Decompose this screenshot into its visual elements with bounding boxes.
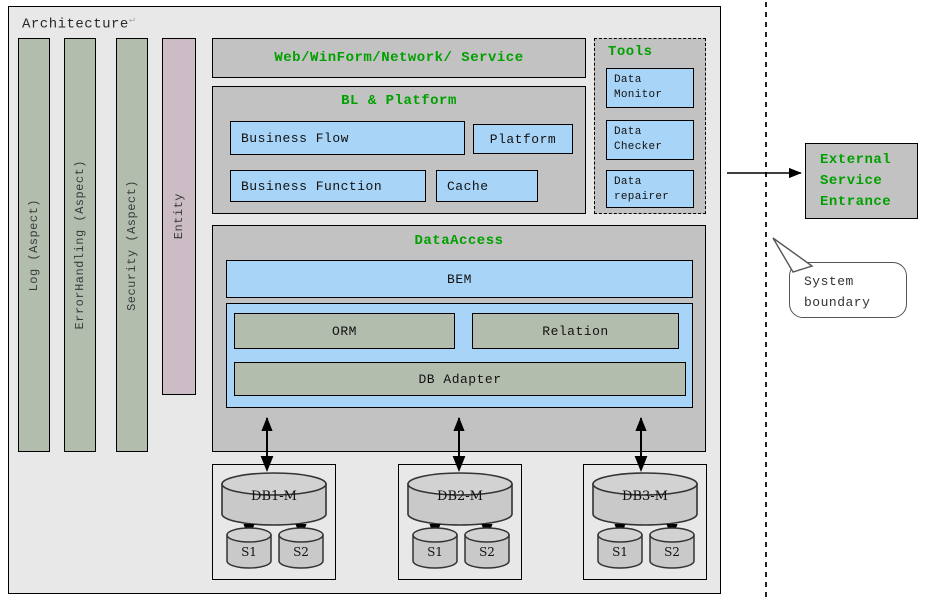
tool-line-2: Checker <box>614 141 663 153</box>
platform-label: Platform <box>489 131 557 147</box>
tool-data-monitor[interactable]: Data Monitor <box>606 68 694 108</box>
cache-label: Cache <box>447 178 489 194</box>
aspect-column-errorhandling[interactable]: ErrorHandling (Aspect) <box>64 38 96 452</box>
page-title: Architecture↵ <box>22 15 136 33</box>
db-adapter-label: DB Adapter <box>418 371 502 387</box>
aspect-column-log[interactable]: Log (Aspect) <box>18 38 50 452</box>
presentation-layer-box[interactable]: Web/WinForm/Network/ Service <box>212 38 586 78</box>
external-line-1: External <box>820 152 892 168</box>
aspect-label: Entity <box>172 193 186 240</box>
external-service-box[interactable]: External Service Entrance <box>805 143 918 219</box>
aspect-column-entity[interactable]: Entity <box>162 38 196 395</box>
external-line-3: Entrance <box>820 194 892 210</box>
tool-line-1: Data <box>614 126 642 138</box>
db-group-3[interactable] <box>583 464 707 580</box>
relation-box[interactable]: Relation <box>472 313 679 349</box>
presentation-layer-label: Web/WinForm/Network/ Service <box>274 50 524 66</box>
dataaccess-title: DataAccess <box>414 233 504 249</box>
business-function-box[interactable]: Business Function <box>230 170 426 202</box>
tools-title: Tools <box>608 44 653 60</box>
business-function-label: Business Function <box>241 178 383 194</box>
tool-line-1: Data <box>614 176 642 188</box>
bem-label: BEM <box>447 271 472 287</box>
tool-line-2: repairer <box>614 191 670 203</box>
cache-box[interactable]: Cache <box>436 170 538 202</box>
bem-box[interactable]: BEM <box>226 260 693 298</box>
orm-label: ORM <box>332 323 357 339</box>
db-group-1[interactable] <box>212 464 336 580</box>
relation-label: Relation <box>542 323 609 339</box>
platform-box[interactable]: Platform <box>473 124 573 154</box>
tool-line-2: Monitor <box>614 89 663 101</box>
db-adapter-box[interactable]: DB Adapter <box>234 362 686 396</box>
callout-line-1: System <box>804 274 854 289</box>
orm-box[interactable]: ORM <box>234 313 455 349</box>
aspect-label: ErrorHandling (Aspect) <box>73 160 87 330</box>
system-boundary-callout: System boundary <box>789 262 907 318</box>
aspect-column-security[interactable]: Security (Aspect) <box>116 38 148 452</box>
callout-line-2: boundary <box>804 295 871 310</box>
tool-data-repairer[interactable]: Data repairer <box>606 170 694 208</box>
bl-platform-title: BL & Platform <box>341 93 457 109</box>
business-flow-label: Business Flow <box>241 130 349 146</box>
db-group-2[interactable] <box>398 464 522 580</box>
aspect-label: Log (Aspect) <box>27 198 41 292</box>
external-line-2: Service <box>820 173 883 189</box>
tool-line-1: Data <box>614 74 642 86</box>
business-flow-box[interactable]: Business Flow <box>230 121 465 155</box>
tool-data-checker[interactable]: Data Checker <box>606 120 694 160</box>
aspect-label: Security (Aspect) <box>125 179 139 311</box>
